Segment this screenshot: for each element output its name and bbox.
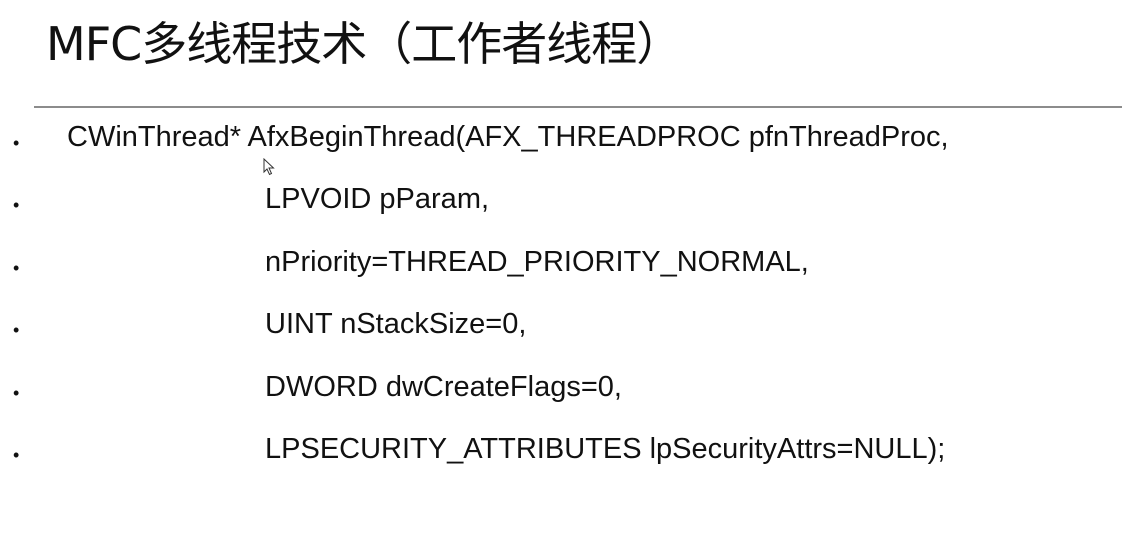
code-line-security: LPSECURITY_ATTRIBUTES lpSecurityAttrs=NU… xyxy=(265,432,946,465)
bullet-marker: • xyxy=(13,195,20,216)
list-item: • nPriority=THREAD_PRIORITY_NORMAL, xyxy=(0,237,1122,299)
list-item: • LPVOID pParam, xyxy=(0,174,1122,236)
bullet-marker: • xyxy=(13,257,20,278)
list-item: • DWORD dwCreateFlags=0, xyxy=(0,362,1122,424)
bullet-marker: • xyxy=(13,382,20,403)
list-item: • UINT nStackSize=0, xyxy=(0,299,1122,361)
code-line-stacksize: UINT nStackSize=0, xyxy=(265,308,527,341)
bullet-marker: • xyxy=(13,320,20,341)
slide-title: MFC多线程技术（工作者线程） xyxy=(46,17,682,71)
bullet-marker: • xyxy=(13,444,20,465)
code-line-createflags: DWORD dwCreateFlags=0, xyxy=(265,370,622,403)
bullet-marker: • xyxy=(13,133,20,153)
bullet-list: • CWinThread* AfxBeginThread(AFX_THREADP… xyxy=(0,112,1122,486)
code-line-param: LPVOID pParam, xyxy=(265,183,490,216)
title-divider xyxy=(34,106,1122,108)
list-item: • LPSECURITY_ATTRIBUTES lpSecurityAttrs=… xyxy=(0,424,1122,486)
mouse-pointer-icon xyxy=(263,158,275,176)
list-item: • CWinThread* AfxBeginThread(AFX_THREADP… xyxy=(0,112,1122,174)
code-line-priority: nPriority=THREAD_PRIORITY_NORMAL, xyxy=(265,245,809,278)
code-line-signature: CWinThread* AfxBeginThread(AFX_THREADPRO… xyxy=(67,121,949,153)
